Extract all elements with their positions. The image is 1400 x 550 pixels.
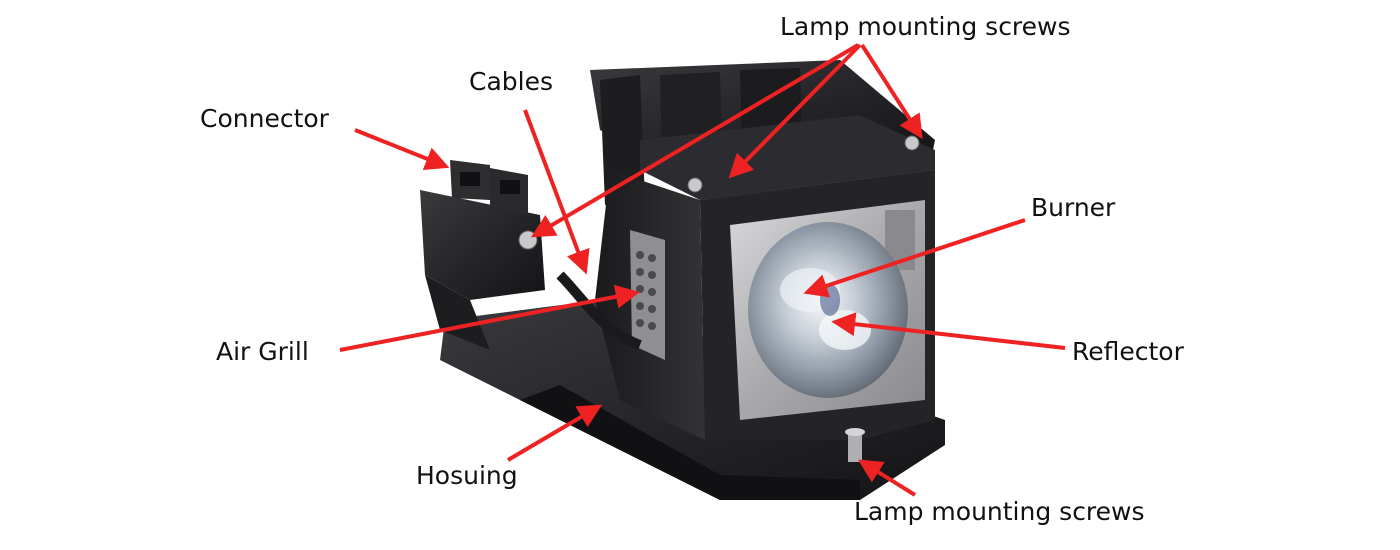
connector-block bbox=[420, 190, 545, 300]
label-connector: Connector bbox=[200, 104, 329, 133]
arrow-air-grill bbox=[339, 284, 640, 352]
reflector-highlight bbox=[819, 310, 871, 350]
mounting-screw-right bbox=[904, 135, 920, 151]
connector-slot bbox=[500, 180, 520, 194]
air-grill-panel bbox=[630, 230, 665, 360]
base-plate-shadow bbox=[520, 385, 860, 500]
mounting-screw-bottom-head bbox=[845, 428, 865, 436]
label-reflector: Reflector bbox=[1072, 337, 1184, 366]
arrow-lamp-screws-top-connector bbox=[530, 43, 860, 238]
arrow-connector bbox=[354, 128, 450, 171]
arrow-lamp-screws-bottom bbox=[857, 459, 917, 497]
air-grill-holes bbox=[636, 251, 656, 330]
arrow-cables bbox=[523, 109, 590, 275]
arrow-lamp-screws-top-left bbox=[728, 43, 862, 179]
cable bbox=[556, 271, 642, 350]
connector-slot bbox=[460, 172, 480, 186]
label-air-grill: Air Grill bbox=[216, 337, 309, 366]
label-lamp-mounting-screws-bottom: Lamp mounting screws bbox=[854, 497, 1145, 526]
mounting-screw-left bbox=[687, 177, 703, 193]
callout-arrows bbox=[339, 43, 1066, 497]
label-cables: Cables bbox=[469, 67, 553, 96]
label-lamp-mounting-screws-top: Lamp mounting screws bbox=[780, 12, 1071, 41]
lamp-module-illustration bbox=[420, 60, 945, 500]
arrow-reflector bbox=[831, 312, 1066, 350]
mounting-screw-bottom bbox=[848, 432, 862, 462]
label-burner: Burner bbox=[1031, 193, 1116, 222]
arrow-lamp-screws-top-right bbox=[860, 43, 923, 140]
label-housing: Hosuing bbox=[416, 461, 518, 490]
connector-base bbox=[425, 275, 490, 350]
top-cover bbox=[640, 115, 935, 200]
arrow-housing bbox=[506, 404, 603, 462]
arrow-burner bbox=[803, 218, 1026, 298]
